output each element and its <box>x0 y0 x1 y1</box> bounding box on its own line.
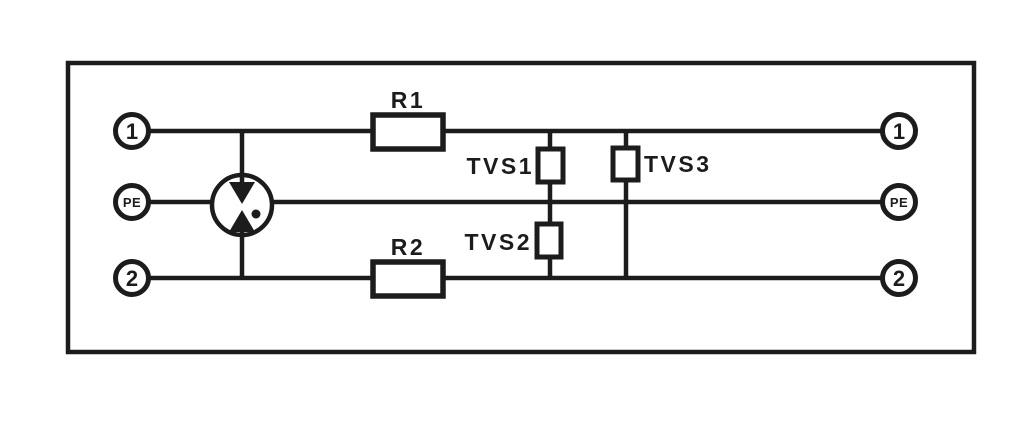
terminal-right-1 <box>880 112 918 150</box>
resistor-r2-icon <box>370 259 446 299</box>
enclosure-border <box>65 60 977 355</box>
terminal-right-pe <box>880 183 918 221</box>
tvs3-icon <box>610 145 641 183</box>
tvs1-icon <box>535 146 566 185</box>
gdt-bottom-arrow-icon <box>229 210 255 232</box>
terminal-left-2 <box>113 259 151 297</box>
terminal-right-2-label: 2 <box>893 266 905 291</box>
gdt-top-arrow-icon <box>229 182 255 204</box>
terminal-right-2 <box>880 259 918 297</box>
resistor-r1-icon <box>370 112 446 152</box>
terminal-left-1-label: 1 <box>126 119 138 144</box>
terminal-left-1 <box>113 112 151 150</box>
tvs2-icon <box>534 221 564 260</box>
gdt-gas-dot-icon <box>251 209 261 219</box>
terminal-right-pe-label: PE <box>890 195 908 210</box>
gas-discharge-tube-icon <box>209 131 275 278</box>
terminal-left-pe-label: PE <box>123 195 141 210</box>
terminal-right-1-label: 1 <box>893 119 905 144</box>
tvs2-label: TVS2 <box>464 229 532 255</box>
tvs1-label: TVS1 <box>466 153 534 179</box>
terminal-left-pe <box>113 183 151 221</box>
resistor-r1-label: R1 <box>391 87 425 113</box>
resistor-r2-label: R2 <box>391 234 425 260</box>
terminal-left-2-label: 2 <box>126 266 138 291</box>
tvs3-label: TVS3 <box>644 151 712 177</box>
